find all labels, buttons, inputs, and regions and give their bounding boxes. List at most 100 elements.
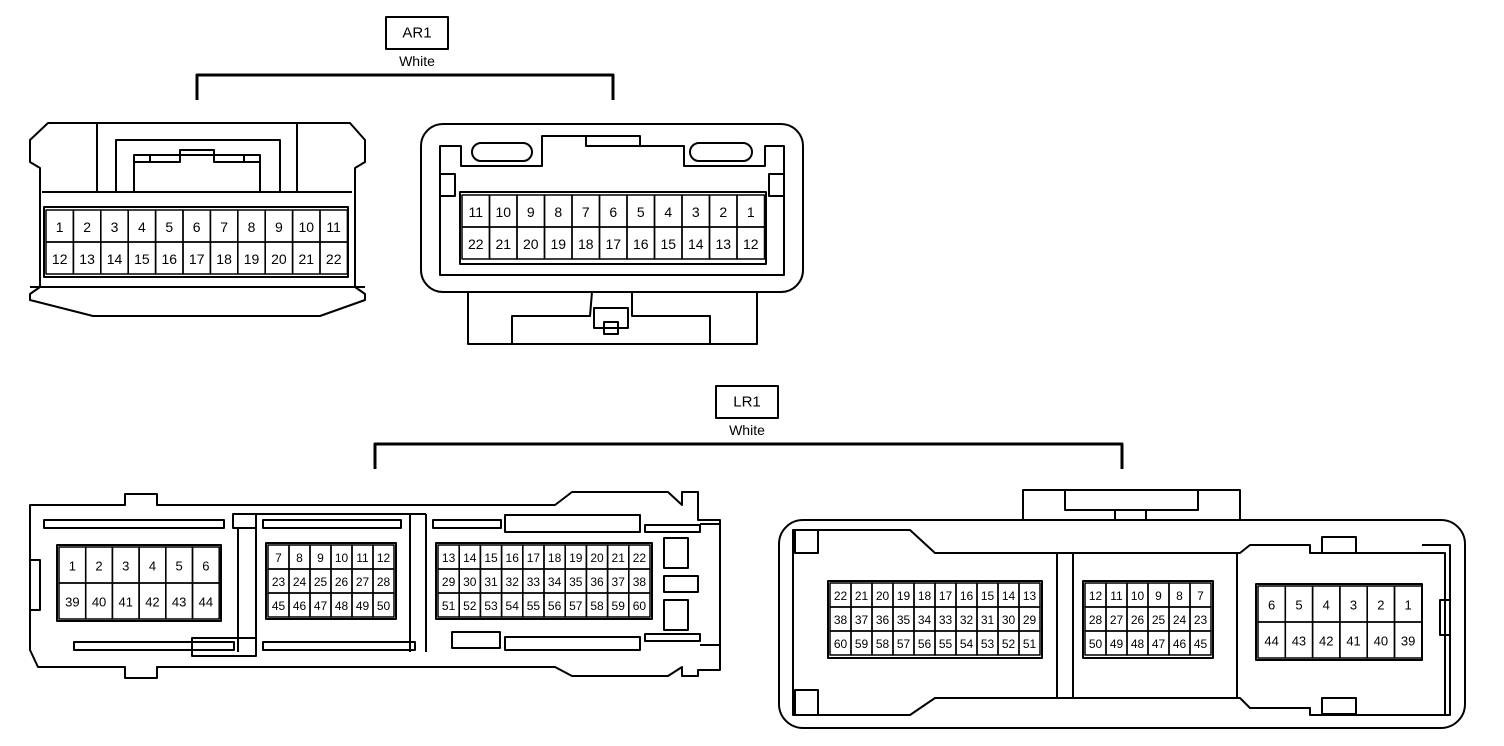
lr1-right-block1-pin-number: 22 — [834, 589, 848, 603]
lr1-left-housing — [29, 491, 721, 679]
lr1-left-block3-pin-number: 15 — [484, 551, 498, 565]
lr1-right-block3-pin-number: 3 — [1350, 598, 1357, 613]
lr1-right-block3-pin-number: 42 — [1319, 634, 1333, 649]
lr1-right-block1-pin-number: 21 — [855, 589, 869, 603]
lr1-left-block1-pin-number: 4 — [149, 559, 156, 574]
ar1-left-pin-number: 14 — [107, 251, 123, 267]
lr1-right-block3-pin-number: 41 — [1346, 634, 1360, 649]
lr1-left-block2-pin-number: 46 — [293, 599, 307, 613]
lr1-left-block1-pin-number: 41 — [119, 595, 133, 610]
lr1-right-housing — [778, 489, 1466, 729]
lr1-right-block3-pin-number: 5 — [1295, 598, 1302, 613]
lr1-right-block2-pin-cell — [1189, 630, 1212, 656]
ar1-left-pin-number: 12 — [52, 251, 68, 267]
ar1-right-pin-number: 9 — [527, 204, 535, 220]
lr1-right-block3-pin-number: 39 — [1401, 634, 1415, 649]
lr1-right-block1-pin-number: 35 — [897, 613, 911, 627]
ar1-right-pin-number: 15 — [660, 236, 676, 252]
lr1-left-block1-pin-number: 3 — [122, 559, 129, 574]
lr1-left-block2-pin-number: 49 — [356, 599, 370, 613]
lr1-left-block2-pin-number: 28 — [377, 575, 391, 589]
ar1-left-pin-number: 9 — [275, 219, 283, 235]
lr1-right-block2-pin-number: 49 — [1110, 637, 1124, 651]
lr1-header: LR1 White — [373, 385, 1124, 469]
ar1-left-pin-number: 5 — [165, 219, 173, 235]
lr1-right-block1-pin-number: 30 — [1002, 613, 1016, 627]
lr1-left-block3-pin-number: 21 — [612, 551, 626, 565]
ar1-right-pin-number: 17 — [605, 236, 621, 252]
lr1-left-block3-pin-number: 14 — [463, 551, 477, 565]
lr1-left-block2-pin-number: 48 — [335, 599, 349, 613]
lr1-right-block1-pin-number: 17 — [939, 589, 953, 603]
ar1-left-pin-number: 21 — [299, 251, 315, 267]
ar1-right-pin-number: 18 — [578, 236, 594, 252]
lr1-right-block1-pin-cell — [1018, 630, 1041, 656]
lr1-left-block3-pin-number: 22 — [633, 551, 647, 565]
lr1-right-block1-pin-number: 56 — [918, 637, 932, 651]
lr1-right-block3-pin-number: 44 — [1264, 634, 1278, 649]
lr1-left-block2-pin-number: 50 — [377, 599, 391, 613]
ar1-right-pin-number: 8 — [554, 204, 562, 220]
ar1-left-pin-number: 15 — [134, 251, 150, 267]
lr1-left-block3-pin-number: 34 — [548, 575, 562, 589]
lr1-right-block1-pin-number: 13 — [1023, 589, 1037, 603]
lr1-left-block2-pin-number: 24 — [293, 575, 307, 589]
lr1-left-block2-pin-number: 27 — [356, 575, 370, 589]
lr1-left-block3-pin-number: 38 — [633, 575, 647, 589]
lr1-left-block1-pin-number: 2 — [95, 559, 102, 574]
ar1-bracket — [195, 73, 615, 100]
lr1-left-block3-pin-number: 17 — [527, 551, 541, 565]
lr1-left-block3-pin-number: 16 — [506, 551, 520, 565]
lr1-left-block2-pin-number: 10 — [335, 551, 349, 565]
ar1-left-pin-cell — [319, 241, 349, 275]
lr1-left-block3-pin-number: 20 — [590, 551, 604, 565]
lr1-right-block3-pin-number: 1 — [1405, 598, 1412, 613]
lr1-right-block3-pin-number: 6 — [1268, 598, 1275, 613]
lr1-left-block1-pin-cell — [191, 582, 220, 620]
lr1-left-block3-pin-number: 59 — [612, 599, 626, 613]
lr1-right-block1-pin-number: 51 — [1023, 637, 1037, 651]
lr1-right-block1-pin-number: 60 — [834, 637, 848, 651]
lr1-right-block1-pin-number: 36 — [876, 613, 890, 627]
lr1-left-block3-pin-number: 32 — [506, 575, 520, 589]
ar1-left-pin-number: 16 — [162, 251, 178, 267]
lr1-right-block3-pin-number: 4 — [1323, 598, 1330, 613]
lr1-left-block3-pin-number: 19 — [569, 551, 583, 565]
lr1-label-box — [715, 385, 779, 419]
lr1-right-block2-pin-number: 47 — [1152, 637, 1166, 651]
ar1-right-pin-number: 14 — [688, 236, 704, 252]
ar1-right-pin-number: 13 — [715, 236, 731, 252]
lr1-left-block1-pin-number: 40 — [92, 595, 106, 610]
lr1-right-block3-pin-cell — [1393, 621, 1423, 659]
lr1-right-block1-pin-number: 29 — [1023, 613, 1037, 627]
lr1-left-block3-pin-number: 57 — [569, 599, 583, 613]
lr1-left-block1-pin-number: 43 — [172, 595, 186, 610]
lr1-left-block1-pin-number: 42 — [145, 595, 159, 610]
ar1-right-pin-number: 5 — [637, 204, 645, 220]
ar1-right-pin-number: 11 — [468, 204, 483, 220]
lr1-right-block2-pin-number: 7 — [1197, 589, 1204, 603]
ar1-right-housing — [420, 123, 804, 345]
ar1-left-pin-number: 3 — [111, 219, 119, 235]
ar1-left-pin-number: 19 — [244, 251, 260, 267]
lr1-right-block2-pin-number: 26 — [1131, 613, 1145, 627]
lr1-right-block2-pin-number: 50 — [1089, 637, 1103, 651]
lr1-right-block1-pin-number: 16 — [960, 589, 974, 603]
ar1-left-pin-number: 10 — [299, 219, 315, 235]
lr1-left-block3-pin-number: 54 — [506, 599, 520, 613]
lr1-right-block2-pin-number: 8 — [1176, 589, 1183, 603]
lr1-left-block3-pin-number: 36 — [590, 575, 604, 589]
ar1-left-pin-number: 17 — [189, 251, 205, 267]
lr1-right-block1-pin-number: 20 — [876, 589, 890, 603]
lr1-right-block1-pin-number: 52 — [1002, 637, 1016, 651]
lr1-bracket — [373, 442, 1124, 469]
ar1-left-pin-number: 8 — [248, 219, 256, 235]
lr1-right-block3-pin-number: 40 — [1374, 634, 1388, 649]
ar1-left-pin-number: 6 — [193, 219, 201, 235]
ar1-right-pin-number: 19 — [550, 236, 566, 252]
lr1-right-block1-pin-number: 57 — [897, 637, 911, 651]
lr1-left-block3-pin-number: 29 — [442, 575, 456, 589]
lr1-right-block1-pin-number: 33 — [939, 613, 953, 627]
